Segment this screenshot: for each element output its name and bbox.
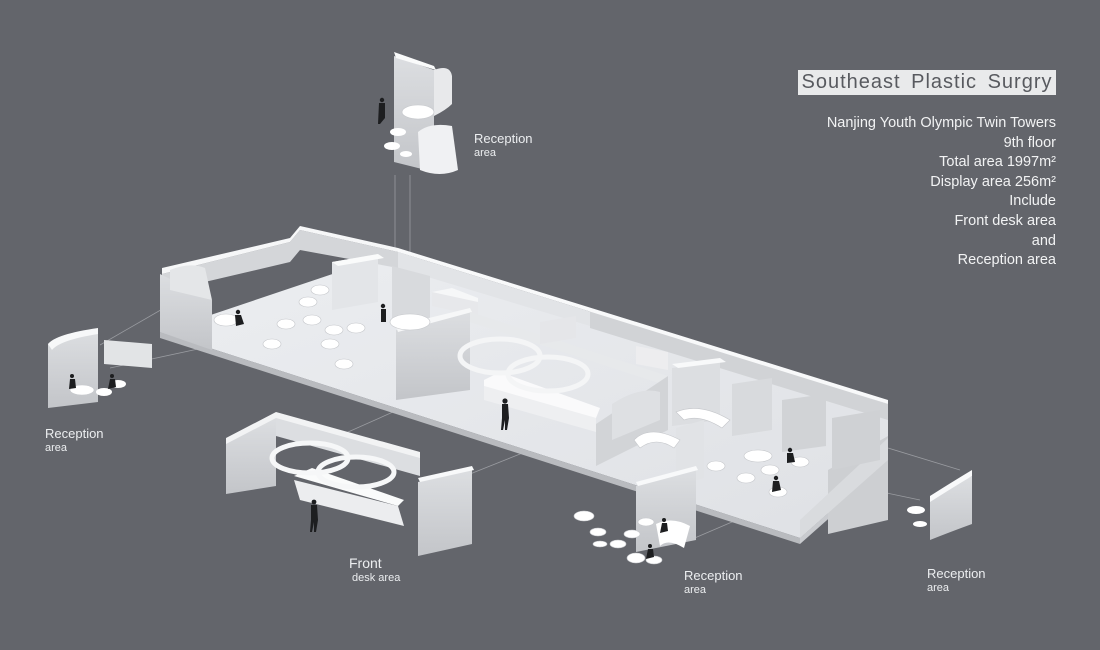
label-main: Reception <box>474 131 533 146</box>
label-main: Reception <box>45 426 104 441</box>
label-reception-top: Reception area <box>474 131 533 160</box>
label-main: Reception <box>927 566 986 581</box>
info-line: Total area 1997m² <box>939 154 1056 171</box>
info-line: Include <box>1009 193 1056 210</box>
reception-pod-middle <box>573 466 698 565</box>
label-main: Front <box>349 555 382 571</box>
reception-pod-top <box>378 52 458 174</box>
reception-pod-right <box>907 470 972 540</box>
info-line: Front desk area <box>954 212 1056 229</box>
info-line: Nanjing Youth Olympic Twin Towers <box>826 115 1056 131</box>
label-front-desk: Front desk area <box>349 556 400 585</box>
main-floor-model <box>160 226 888 544</box>
project-title: Southeast Plastic Surgry <box>798 70 1056 95</box>
front-desk-pod <box>226 412 474 556</box>
label-sub: area <box>45 442 68 454</box>
label-reception-left: Reception area <box>45 426 104 455</box>
label-main: Reception <box>684 568 743 583</box>
label-sub: area <box>684 584 707 596</box>
ring-light <box>457 336 591 394</box>
label-sub: area <box>474 147 497 159</box>
project-info: Nanjing Youth Olympic Twin Towers 9th fl… <box>827 114 1056 271</box>
label-reception-middle: Reception area <box>684 568 743 597</box>
label-reception-right: Reception area <box>927 566 986 595</box>
info-line: 9th floor <box>1003 134 1056 151</box>
label-sub: area <box>927 582 950 594</box>
info-line: Reception area <box>957 252 1056 269</box>
info-line: and <box>1031 232 1056 249</box>
label-sub: desk area <box>352 572 401 584</box>
back-wall-left <box>162 230 398 292</box>
info-line: Display area 256m² <box>930 173 1056 190</box>
reception-pod-left <box>48 328 152 408</box>
